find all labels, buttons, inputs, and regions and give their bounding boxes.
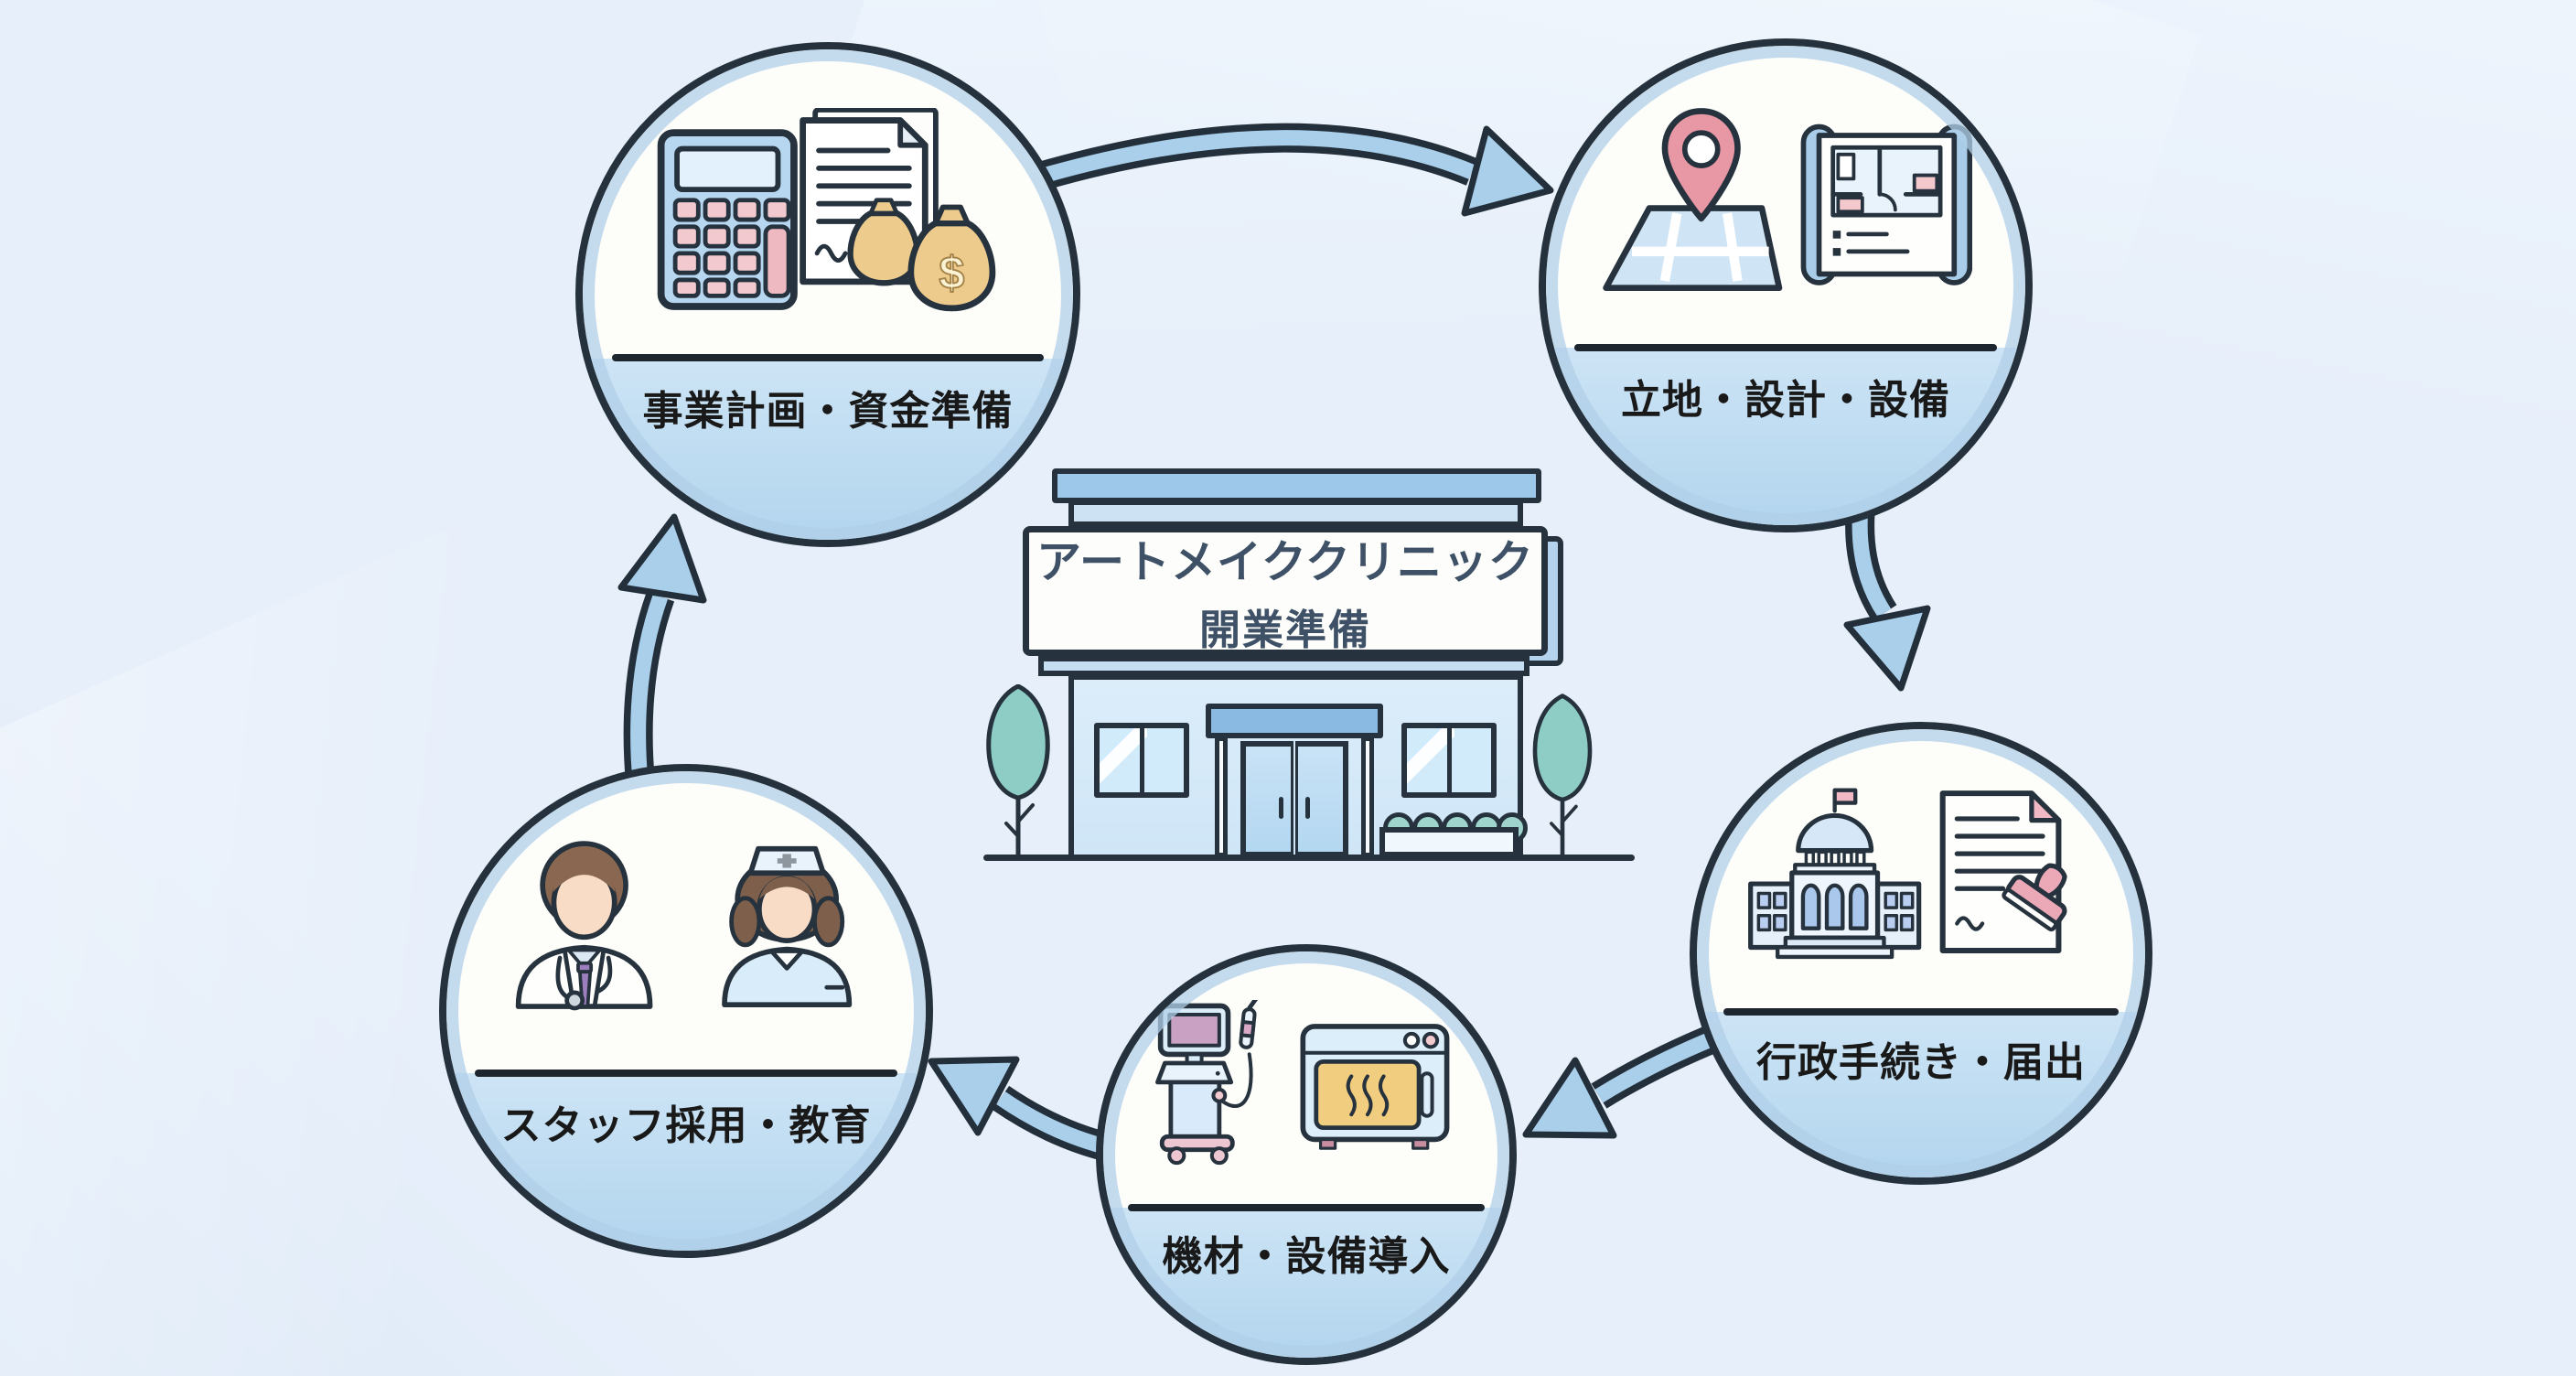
planter-box: [1379, 827, 1519, 857]
roof-top-bar: [1052, 468, 1541, 503]
clinic-signboard: アートメイククリニック 開業準備: [1023, 526, 1548, 656]
step-label: 行政手続き・届出: [1756, 1040, 2086, 1086]
sign-line-1: アートメイククリニック: [1036, 538, 1535, 587]
node-divider: [1127, 1204, 1486, 1212]
door-handle: [1279, 797, 1283, 819]
business-plan-icons: $: [658, 107, 996, 311]
step-node-staff: スタッフ採用・教育: [439, 764, 933, 1258]
node-divider: [475, 1069, 897, 1077]
roof-lower-bar: [1068, 500, 1523, 527]
map-icon: [1603, 205, 1783, 292]
entrance-door-left: [1240, 741, 1293, 857]
node-icon-zone: [1115, 980, 1497, 1199]
sterilizer-icon: [1300, 1023, 1450, 1150]
node-divider: [612, 354, 1044, 362]
location-design-icons: [1603, 108, 1972, 292]
dollar-glyph: $: [939, 246, 965, 298]
node-icon-zone: [1561, 80, 2012, 339]
window-mullion: [1140, 728, 1144, 792]
step-node-equipment: 機材・設備導入: [1096, 944, 1517, 1365]
arrow-location-to-admin: [1843, 497, 1931, 692]
calculator-icon: [658, 128, 799, 310]
node-divider: [1574, 343, 1997, 351]
handpiece: [1239, 999, 1260, 1049]
fascia-band: [1038, 656, 1530, 676]
tree-icon: [986, 684, 1050, 859]
stamped-document-icon: [1939, 790, 2067, 954]
step-label: 立地・設計・設備: [1621, 378, 1950, 424]
map-pin-icon: [1662, 108, 1742, 222]
nurse-icon: [721, 846, 852, 1008]
node-label-zone: [1697, 1011, 2145, 1177]
window-right: [1401, 723, 1497, 798]
step-label: スタッフ採用・教育: [500, 1103, 872, 1149]
arrow-equipment-to-staff: [928, 1056, 1115, 1163]
step-node-location-design: 立地・設計・設備: [1539, 38, 2033, 532]
node-divider: [1723, 1007, 2119, 1016]
awning-post: [1361, 736, 1374, 857]
arrow-staff-to-plan: [617, 513, 707, 784]
admin-icons: [1747, 788, 2067, 960]
staff-icons: [515, 841, 852, 1011]
government-building-icon: [1747, 788, 1921, 960]
step-node-admin-procedures: 行政手続き・届出: [1690, 722, 2152, 1185]
door-handle: [1305, 797, 1310, 819]
node-icon-zone: $: [597, 84, 1058, 349]
arrow-admin-to-equipment: [1522, 1022, 1726, 1139]
node-icon-zone: [1711, 760, 2132, 1003]
tree-icon: [1532, 693, 1593, 856]
step-label: 機材・設備導入: [1162, 1234, 1451, 1280]
node-icon-zone: [461, 805, 912, 1064]
awning-post: [1215, 736, 1228, 857]
blueprint-icon: [1801, 124, 1972, 285]
laser-machine-icon: [1155, 999, 1260, 1165]
window-left: [1094, 723, 1189, 798]
equipment-icons: [1155, 999, 1450, 1165]
step-node-business-plan: $ 事業計画・資金準備: [575, 42, 1080, 547]
window-mullion: [1447, 728, 1452, 792]
entrance-awning: [1206, 704, 1383, 738]
step-label: 事業計画・資金準備: [642, 389, 1014, 435]
sign-line-2: 開業準備: [1198, 607, 1371, 653]
doctor-icon: [515, 841, 653, 1011]
entrance-door-right: [1295, 741, 1348, 857]
arrow-plan-to-location: [1029, 123, 1554, 217]
